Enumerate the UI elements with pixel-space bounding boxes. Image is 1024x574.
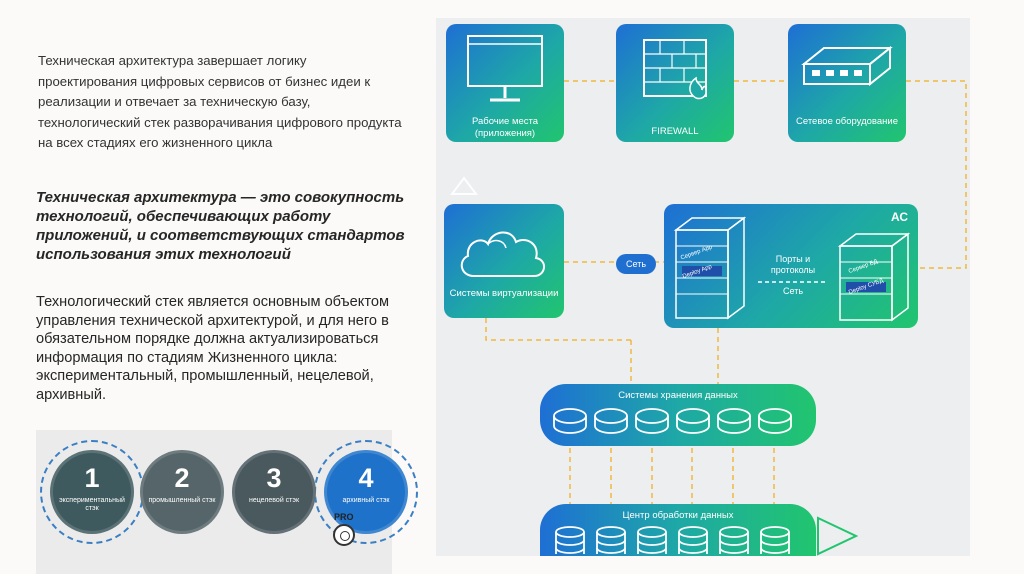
storage-label: Системы хранения данных [618, 390, 738, 401]
data-center-card: Центр обработки данных [540, 504, 816, 556]
stack-paragraph: Технологический стек является основным о… [36, 294, 390, 403]
firewall-card: FIREWALL [616, 24, 734, 142]
stage-3: 3 нецелевой стэк [232, 450, 316, 534]
virtualization-label: Системы виртуализации [449, 288, 559, 299]
stage-label: промышленный стэк [148, 497, 216, 504]
intro-paragraph: Техническая архитектура завершает логику… [38, 53, 402, 151]
firewall-label: FIREWALL [651, 126, 699, 137]
stage-number: 2 [174, 463, 190, 493]
stage-label: нецелевой стэк [248, 497, 300, 504]
network-inner-label: Сеть [782, 286, 804, 296]
monitor-icon [467, 35, 543, 102]
lifecycle-stages-panel: 1 экспериментальный стэк 2 промышленный … [36, 430, 418, 574]
app-server-icon [673, 216, 747, 320]
connector-lines [450, 80, 967, 556]
data-center-disks [555, 526, 790, 554]
workplaces-card: Рабочие места (приложения) [446, 24, 564, 142]
ports-protocols-label: Порты и протоколы [770, 254, 816, 275]
workplaces-label: Рабочие места (приложения) [471, 116, 539, 139]
db-server-icon [837, 232, 911, 322]
architecture-diagram: Рабочие места (приложения) FIREWALL Сете… [436, 18, 970, 556]
stage-1: 1 экспериментальный стэк [50, 450, 134, 534]
definition-heading: Техническая архитектура — это совокупнос… [36, 189, 405, 263]
pro-label: PRO [334, 512, 354, 522]
ac-label: АС [890, 210, 908, 224]
stage-4: 4 архивный стэк [324, 450, 408, 534]
network-switch-icon [801, 45, 893, 87]
firewall-icon [643, 39, 707, 100]
storage-disks [553, 408, 792, 434]
connection-line [758, 281, 828, 283]
data-center-label: Центр обработки данных [622, 510, 734, 521]
stage-number: 1 [84, 463, 100, 493]
cloud-icon [460, 231, 545, 277]
stage-label: экспериментальный стэк [59, 497, 125, 512]
seal-icon [333, 524, 355, 546]
storage-systems-card: Системы хранения данных [540, 384, 816, 446]
stage-number: 4 [358, 463, 374, 493]
stage-number: 3 [266, 463, 282, 493]
network-equipment-label: Сетевое оборудование [795, 116, 898, 127]
stage-label: архивный стэк [342, 497, 390, 504]
ac-card: АС Сервер App Deploy App Порты и протоко… [664, 204, 918, 328]
stage-2: 2 промышленный стэк [140, 450, 224, 534]
network-tag: Сеть [616, 254, 657, 274]
network-equipment-card: Сетевое оборудование [788, 24, 906, 142]
virtualization-card: Системы виртуализации [444, 204, 564, 318]
